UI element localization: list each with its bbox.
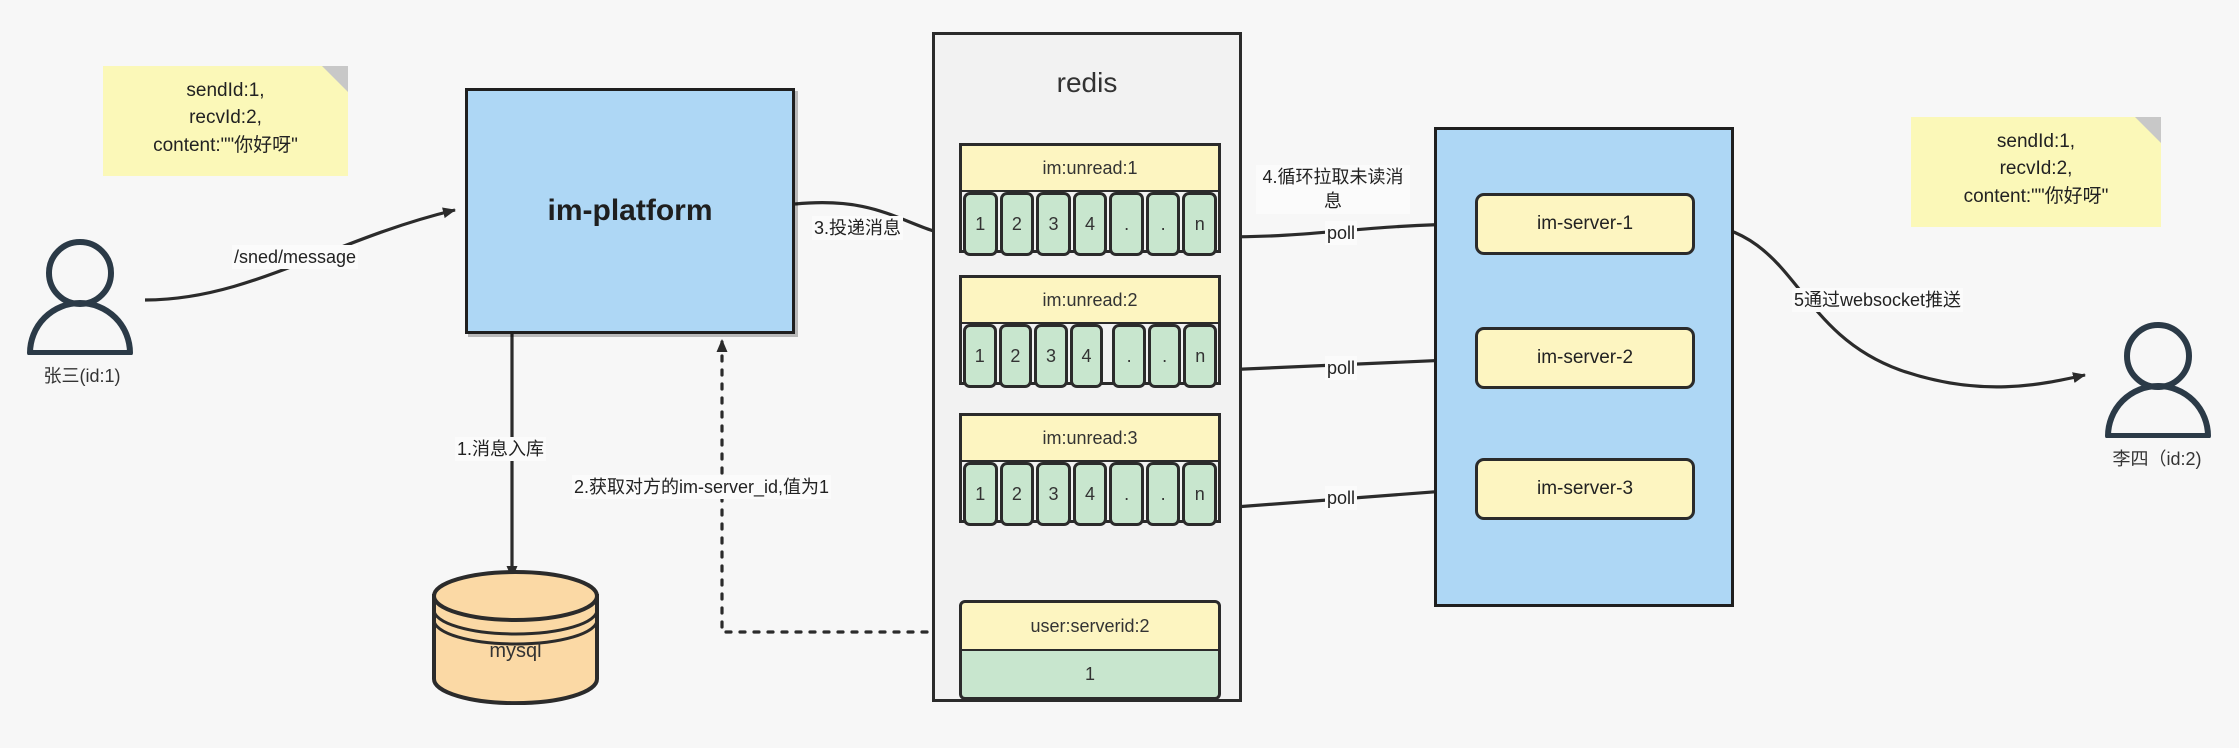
redis-title: redis [1056,67,1118,98]
im-server-2-node[interactable]: im-server-2 [1475,327,1695,389]
redis-cell[interactable]: 2 [998,324,1033,388]
actor-receiver [2090,318,2230,439]
im-platform-box[interactable]: im-platform [465,88,795,334]
edge-label-poll-3: poll [1325,486,1358,511]
redis-cell[interactable]: 1 [963,462,998,526]
note-fold-icon [2135,117,2161,143]
actor-receiver-label: 李四（id:2) [2112,449,2202,469]
im-server-1-label: im-server-1 [1536,213,1634,234]
user-icon [2105,322,2211,439]
redis-key-block-1[interactable]: im:unread:2 1 2 3 4 . . n [959,275,1221,388]
redis-key-block-0[interactable]: im:unread:1 1 2 3 4 . . n [959,143,1221,256]
edge-label-step1: 1.消息入库 [455,437,547,462]
redis-kv-block[interactable]: user:serverid:2 1 [959,600,1221,700]
redis-cell[interactable]: n [1182,192,1218,256]
redis-cell[interactable]: . [1145,192,1181,256]
redis-key-name: im:unread:3 [959,413,1221,462]
redis-cell[interactable]: 3 [1036,462,1071,526]
database-cylinder-icon [432,570,599,706]
redis-kv-name: user:serverid:2 [959,600,1221,651]
note-left: sendId:1, recvId:2, content:""你好呀" [103,66,348,176]
redis-container: redis im:unread:1 1 2 3 4 . . n im:unrea… [932,32,1242,702]
redis-cell[interactable]: 2 [999,462,1035,526]
redis-cell[interactable]: 4 [1072,462,1108,526]
actor-sender [12,235,152,356]
redis-cell[interactable]: 3 [1034,324,1068,388]
redis-cell[interactable]: 4 [1072,192,1108,256]
edge-label-step3: 3.投递消息 [812,216,904,241]
redis-key-name: im:unread:1 [959,143,1221,192]
edge-label-step5: 5通过websocket推送 [1792,288,1964,313]
redis-cell[interactable]: . [1147,324,1182,388]
mysql-database[interactable]: mysql [428,570,603,706]
redis-key-cells: 1 2 3 4 . . n [959,192,1221,256]
redis-cell[interactable]: 1 [963,192,998,256]
redis-cell[interactable]: 2 [999,192,1035,256]
im-server-3-label: im-server-3 [1536,478,1634,499]
redis-cell[interactable]: . [1109,462,1144,526]
edge-label-step4: 4.循环拉取未读消 息 [1256,165,1410,214]
edge-label-send-message: /sned/message [232,245,359,270]
redis-cell[interactable]: n [1182,462,1218,526]
redis-cell[interactable]: 4 [1069,324,1104,388]
edge-label-poll-2: poll [1325,356,1358,381]
redis-cell[interactable]: . [1109,192,1144,256]
im-server-group: im-server-1 im-server-2 im-server-3 [1434,127,1734,607]
note-fold-icon [322,66,348,92]
redis-key-name: im:unread:2 [959,275,1221,324]
redis-key-cells: 1 2 3 4 . . n [959,462,1221,526]
im-platform-label: im-platform [547,194,713,227]
redis-key-cells: 1 2 3 4 . . n [959,324,1221,388]
redis-cell[interactable]: 1 [963,324,997,388]
edge-label-step2: 2.获取对方的im-server_id,值为1 [572,475,832,500]
actor-sender-label: 张三(id:1) [43,366,121,386]
redis-cell[interactable]: 3 [1036,192,1071,256]
redis-cell[interactable]: n [1183,324,1218,388]
redis-cell[interactable]: . [1112,324,1146,388]
im-server-1-node[interactable]: im-server-1 [1475,193,1695,255]
redis-kv-value: 1 [959,651,1221,700]
redis-cell[interactable]: . [1145,462,1181,526]
edge-label-poll-1: poll [1325,221,1358,246]
im-server-2-label: im-server-2 [1536,347,1634,368]
redis-key-block-2[interactable]: im:unread:3 1 2 3 4 . . n [959,413,1221,526]
im-server-3-node[interactable]: im-server-3 [1475,458,1695,520]
user-icon [27,239,133,356]
note-right: sendId:1, recvId:2, content:""你好呀" [1911,117,2161,227]
mysql-label: mysql [489,640,542,663]
